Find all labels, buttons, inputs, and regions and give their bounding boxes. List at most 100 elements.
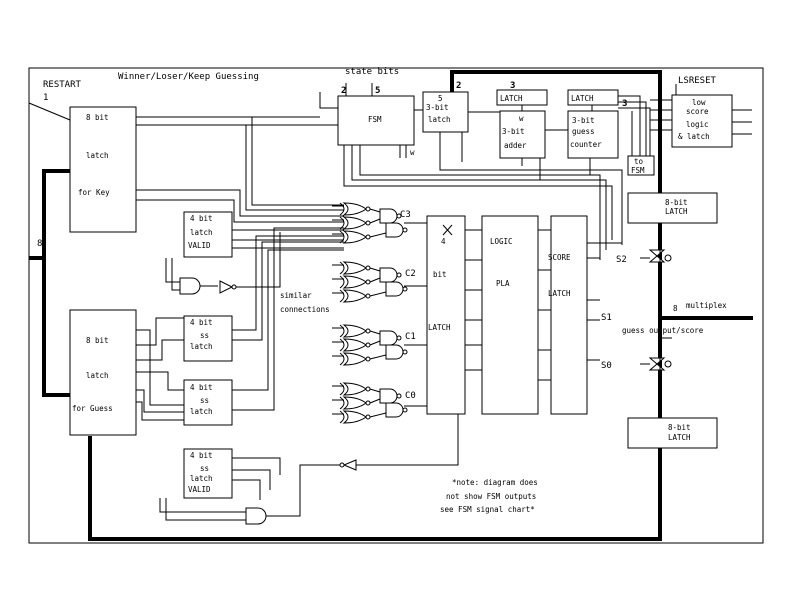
svg-text:ss: ss <box>200 331 209 340</box>
svg-text:LATCH: LATCH <box>571 94 594 103</box>
svg-text:latch: latch <box>190 342 213 351</box>
c0-xor-3-bubble <box>365 414 371 420</box>
svg-text:for Key: for Key <box>78 188 110 197</box>
similar-note-line1: similar <box>280 291 312 300</box>
c3-xor-2 <box>342 216 367 230</box>
c1-and-1-bubble <box>396 335 402 341</box>
c2-xor-2-bubble <box>365 279 371 285</box>
c3-and-2-bubble <box>402 227 408 233</box>
comparator-group-c1 <box>332 324 408 366</box>
fsm-pin-left: 2 <box>341 86 346 96</box>
c3-and-2 <box>385 222 404 238</box>
score-output-s0: S0 <box>601 361 612 371</box>
c0-xor-1 <box>342 382 367 396</box>
svg-text:ss: ss <box>200 464 209 473</box>
svg-text:3: 3 <box>510 81 515 91</box>
svg-text:3-bit: 3-bit <box>502 127 525 136</box>
display-latch-top: 8-bit LATCH <box>627 192 718 224</box>
c1-xor-2-bubble <box>365 342 371 348</box>
svg-text:score: score <box>686 107 709 116</box>
c0-xor-2 <box>342 396 367 410</box>
restart-pin: 1 <box>43 93 48 103</box>
valid-latch-bottom: 4 bit ss latch VALID <box>183 448 233 499</box>
c0-xor-1-bubble <box>365 386 371 392</box>
c2-xor-3 <box>342 289 367 303</box>
svg-text:& latch: & latch <box>678 132 710 141</box>
svg-text:LATCH: LATCH <box>428 323 451 332</box>
svg-text:guess: guess <box>572 127 595 136</box>
svg-text:bit: bit <box>433 270 447 279</box>
svg-text:latch: latch <box>86 151 109 160</box>
c1-xor-2 <box>342 338 367 352</box>
svg-text:3-bit: 3-bit <box>572 116 595 125</box>
low-score-block: low score logic & latch <box>650 84 752 148</box>
svg-text:VALID: VALID <box>188 485 211 494</box>
guess-output-label: guess output/score <box>622 326 704 335</box>
c1-and-2-bubble <box>402 349 408 355</box>
fsm-block: FSM 2 5 w <box>319 83 415 158</box>
three-bit-latch: 5 3-bit latch 2 <box>422 81 469 133</box>
svg-text:4: 4 <box>441 237 446 246</box>
key-latch: 8 bit latch for Key <box>69 106 137 233</box>
c3-and-1-bubble <box>396 213 402 219</box>
logic-pla: LOGIC PLA <box>481 215 539 415</box>
valid-latch-top: 4 bit latch VALID <box>183 211 233 258</box>
valid-gate-chain-top <box>165 232 281 295</box>
c2-and-2 <box>385 281 404 297</box>
svg-text:latch: latch <box>190 228 213 237</box>
svg-text:5: 5 <box>438 94 443 103</box>
c1-xor-1-bubble <box>365 328 371 334</box>
svg-text:ss: ss <box>200 396 209 405</box>
svg-text:w: w <box>519 114 524 123</box>
c0-xor-3 <box>342 410 367 424</box>
svg-text:VALID: VALID <box>188 241 211 250</box>
to-fsm-box: to FSM <box>627 155 655 176</box>
comparator-group-c2 <box>332 261 408 303</box>
fsm-output-w: w <box>410 148 415 157</box>
svg-text:counter: counter <box>570 140 602 149</box>
adder-block: LATCH 3 w 3-bit adder <box>496 81 548 159</box>
bus-width-label: 8 <box>37 239 42 249</box>
svg-text:3-bit: 3-bit <box>426 103 449 112</box>
display-latch-bottom: 8-bit LATCH <box>627 417 718 449</box>
c0-and-1-bubble <box>396 393 402 399</box>
c0-xor-2-bubble <box>365 400 371 406</box>
score-output-s1: S1 <box>601 313 612 323</box>
comparator-group-c0 <box>332 382 408 424</box>
c1-and-1 <box>379 330 398 346</box>
svg-text:logic: logic <box>686 120 709 129</box>
restart-line <box>28 102 71 121</box>
c0-and-2-bubble <box>402 407 408 413</box>
comparator-group-c3 <box>332 202 408 244</box>
c0-and-2 <box>385 402 404 418</box>
svg-text:latch: latch <box>190 407 213 416</box>
compare-label-c1: C1 <box>405 332 416 342</box>
guess-counter-block: LATCH 3 3-bit guess counter <box>567 89 627 159</box>
state-bits-label: state bits <box>345 67 399 77</box>
note-line1: *note: diagram does <box>452 478 538 487</box>
c1-xor-3 <box>342 352 367 366</box>
fsm-label: FSM <box>368 115 382 124</box>
svg-text:LATCH: LATCH <box>668 433 691 442</box>
svg-text:FSM: FSM <box>631 166 645 175</box>
svg-text:8-bit: 8-bit <box>665 198 688 207</box>
c3-xor-3 <box>342 230 367 244</box>
svg-text:8 bit: 8 bit <box>86 336 109 345</box>
svg-text:2: 2 <box>456 81 461 91</box>
guess-latch: 8 bit latch for Guess <box>69 309 137 436</box>
svg-text:latch: latch <box>86 371 109 380</box>
svg-text:LOGIC: LOGIC <box>490 237 513 246</box>
c2-xor-3-bubble <box>365 293 371 299</box>
counter-to-lowscore-wires <box>618 95 651 156</box>
similar-note-line2: connections <box>280 305 330 314</box>
valid-gate-chain-bottom <box>159 414 459 525</box>
compare-label-c2: C2 <box>405 269 416 279</box>
pipeline-wiring <box>404 222 622 407</box>
c2-xor-1 <box>342 261 367 275</box>
c3-and-1 <box>379 208 398 224</box>
note-line2: not show FSM outputs <box>446 492 536 501</box>
score-output-s2: S2 <box>616 255 627 265</box>
c2-and-1 <box>379 267 398 283</box>
svg-text:3: 3 <box>622 99 627 109</box>
c0-and-1 <box>379 388 398 404</box>
